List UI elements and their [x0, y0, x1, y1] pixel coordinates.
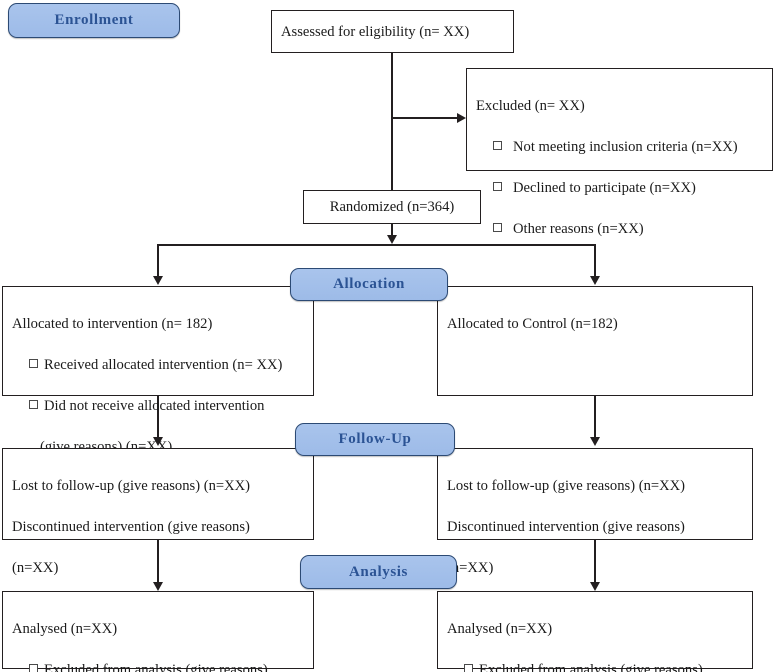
node-allocation-intervention-item-0: Received allocated intervention (n= XX) — [12, 355, 304, 375]
node-followup-control-line2: Discontinued intervention (give reasons) — [447, 519, 685, 536]
arrowhead-to-followup-control — [589, 437, 600, 446]
node-allocation-intervention-item-1: Did not receive allocated intervention — [12, 396, 304, 416]
arrowhead-to-analysis-control — [589, 582, 600, 591]
node-analysis-intervention-item: Excluded from analysis (give reasons) — [12, 660, 304, 672]
stage-pill-enrollment-label: Enrollment — [54, 12, 134, 28]
node-followup-intervention: Lost to follow-up (give reasons) (n=XX) … — [2, 448, 314, 576]
node-analysis-control: Analysed (n=XX) Excluded from analysis (… — [437, 591, 753, 672]
node-excluded-item-0: Not meeting inclusion criteria (n=XX) — [476, 137, 763, 157]
node-analysis-control-heading: Analysed (n=XX) — [447, 621, 553, 638]
node-excluded-heading: Excluded (n= XX) — [476, 98, 585, 115]
connector-assessed-to-excluded — [391, 117, 459, 119]
checkbox-square-icon — [29, 664, 38, 672]
checkbox-square-icon — [493, 222, 502, 232]
stage-pill-followup: Follow-Up — [295, 423, 455, 456]
node-followup-control-line3: (n=XX) — [447, 560, 494, 577]
arrowhead-to-analysis-intervention — [152, 582, 163, 591]
node-randomized-text: Randomized (n=364) — [329, 199, 455, 216]
node-followup-intervention-line2: Discontinued intervention (give reasons) — [12, 519, 250, 536]
node-analysis-intervention: Analysed (n=XX) Excluded from analysis (… — [2, 591, 314, 672]
node-followup-intervention-line1: Lost to follow-up (give reasons) (n=XX) — [12, 478, 251, 495]
connector-randomized-stem — [391, 224, 393, 237]
arrowhead-randomized-stem — [386, 235, 397, 244]
checkbox-square-icon — [493, 141, 502, 151]
arrowhead-to-allocation-intervention — [152, 276, 163, 285]
node-randomized: Randomized (n=364) — [303, 190, 481, 224]
stage-pill-allocation: Allocation — [290, 268, 448, 301]
arrowhead-to-allocation-control — [589, 276, 600, 285]
node-allocated-to-control: Allocated to Control (n=182) — [437, 286, 753, 396]
node-assessed-text: Assessed for eligibility (n= XX) — [281, 23, 470, 40]
node-excluded-item-1: Declined to participate (n=XX) — [476, 178, 763, 198]
stage-pill-analysis: Analysis — [300, 555, 457, 589]
node-allocation-intervention-heading: Allocated to intervention (n= 182) — [12, 316, 213, 333]
node-allocation-control-heading: Allocated to Control (n=182) — [447, 316, 618, 333]
checkbox-square-icon — [29, 400, 38, 410]
checkbox-square-icon — [29, 359, 38, 369]
node-allocated-to-intervention: Allocated to intervention (n= 182) Recei… — [2, 286, 314, 455]
arrowhead-to-followup-intervention — [152, 437, 163, 446]
connector-allocation-to-followup-left — [157, 396, 159, 438]
stage-pill-followup-label: Follow-Up — [338, 431, 412, 447]
connector-followup-to-analysis-left — [157, 540, 159, 583]
node-analysis-control-item: Excluded from analysis (give reasons) — [447, 660, 743, 672]
node-followup-intervention-line3: (n=XX) — [12, 560, 59, 577]
connector-assessed-to-randomized — [391, 53, 393, 191]
checkbox-square-icon — [464, 664, 473, 672]
node-excluded: Excluded (n= XX) Not meeting inclusion c… — [466, 68, 773, 237]
stage-pill-enrollment: Enrollment — [8, 3, 180, 38]
arrowhead-to-excluded — [457, 112, 466, 123]
connector-followup-to-analysis-right — [594, 540, 596, 583]
connector-split-right — [594, 244, 596, 277]
node-analysis-intervention-heading: Analysed (n=XX) — [12, 621, 118, 638]
node-followup-control-line1: Lost to follow-up (give reasons) (n=XX) — [447, 478, 686, 495]
stage-pill-analysis-label: Analysis — [349, 563, 408, 580]
node-excluded-item-2: Other reasons (n=XX) — [476, 219, 763, 239]
checkbox-square-icon — [493, 182, 502, 192]
stage-pill-allocation-label: Allocation — [333, 276, 405, 292]
connector-allocation-to-followup-right — [594, 396, 596, 438]
node-followup-control: Lost to follow-up (give reasons) (n=XX) … — [437, 448, 753, 576]
connector-randomized-split-bar — [157, 244, 596, 246]
connector-split-left — [157, 244, 159, 277]
node-assessed-for-eligibility: Assessed for eligibility (n= XX) — [271, 10, 514, 53]
